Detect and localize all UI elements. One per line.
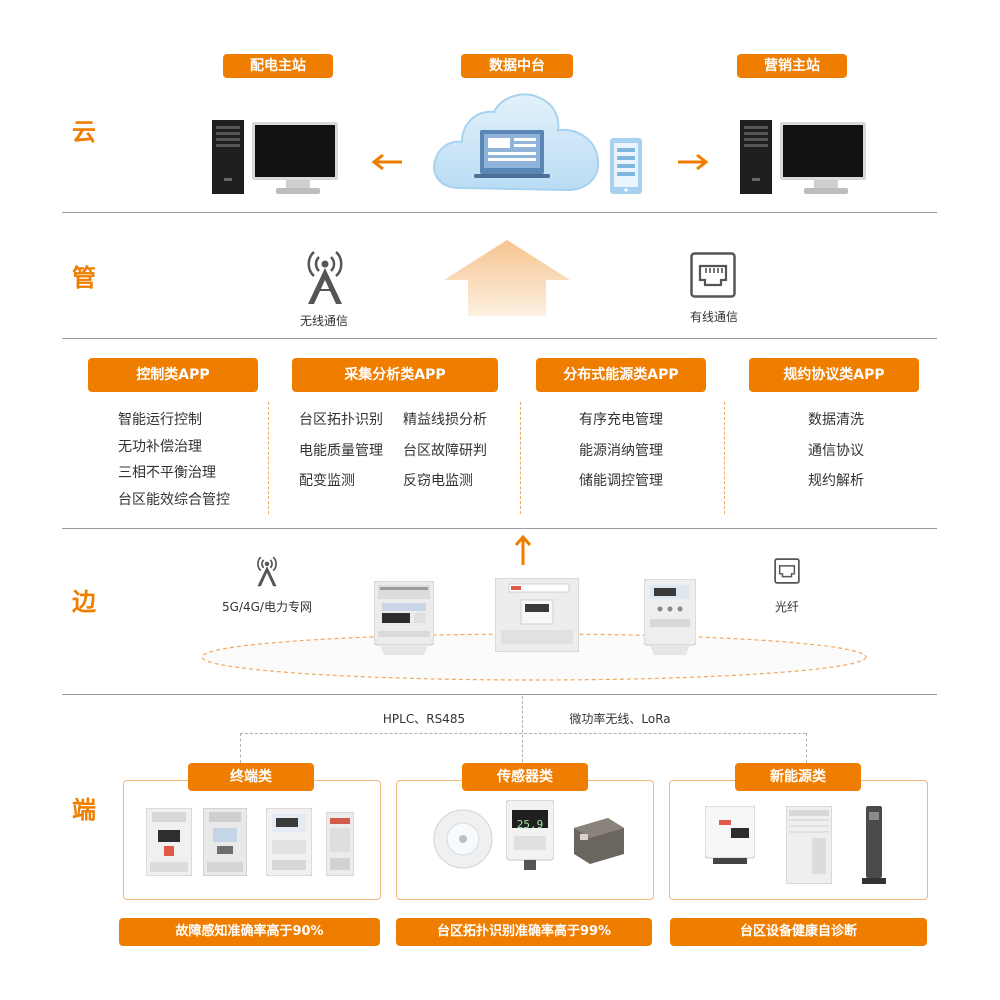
column-divider <box>268 402 269 514</box>
app-item: 规约解析 <box>808 473 864 489</box>
arrow-left-icon <box>370 152 404 172</box>
connector-line <box>240 733 806 734</box>
tablet-icon <box>610 138 642 194</box>
layer-divider <box>62 694 937 695</box>
wired-label: 有线通信 <box>689 310 738 324</box>
app-item: 有序充电管理 <box>579 412 663 428</box>
smart-meter-device <box>374 581 434 655</box>
layer-label-pipe: 管 <box>72 264 96 292</box>
marketing-station-label: 营销主站 <box>737 54 847 78</box>
app-item: 台区拓扑识别 <box>299 412 383 428</box>
circuit-breaker-device <box>203 808 247 876</box>
app-item: 精益线损分析 <box>403 412 487 428</box>
data-platform-label: 数据中台 <box>461 54 573 78</box>
layer-divider <box>62 528 937 529</box>
inverter-device <box>705 806 755 866</box>
app-item: 智能运行控制 <box>118 412 202 428</box>
category-pill-sensor: 传感器类 <box>462 763 588 791</box>
sensor-display-value: 25.9 <box>516 818 544 831</box>
connector-line <box>240 733 241 763</box>
category-pill-terminal: 终端类 <box>188 763 314 791</box>
app-pill-protocol: 规约协议类APP <box>749 358 919 392</box>
circuit-breaker-device <box>146 808 192 876</box>
wireless-label: 无线通信 <box>299 314 348 328</box>
app-item: 配变监测 <box>299 473 355 489</box>
column-divider <box>520 402 521 514</box>
app-item: 台区能效综合管控 <box>118 492 230 508</box>
app-pill-control: 控制类APP <box>88 358 258 392</box>
footer-fault-accuracy: 故障感知准确率高于90% <box>119 918 380 946</box>
temperature-sensor-device <box>506 800 554 870</box>
antenna-icon <box>300 244 350 306</box>
edge-network-left-label: 5G/4G/电力专网 <box>222 600 312 614</box>
link-left-label: HPLC、RS485 <box>382 712 466 726</box>
pc-icon <box>740 118 870 196</box>
charging-pile-device <box>862 806 886 884</box>
ethernet-port-icon <box>774 558 800 584</box>
footer-topology-accuracy: 台区拓扑识别准确率高于99% <box>396 918 652 946</box>
cloud-icon <box>430 88 605 196</box>
app-pill-distributed-energy: 分布式能源类APP <box>536 358 706 392</box>
edge-network-right-label: 光纤 <box>774 600 799 614</box>
upload-arrow-icon <box>444 240 570 316</box>
connector-line <box>522 696 523 762</box>
ethernet-port-icon <box>690 252 736 298</box>
arrow-up-icon <box>513 534 533 566</box>
gateway-device <box>570 810 626 866</box>
app-item: 能源消纳管理 <box>579 443 663 459</box>
layer-label-edge: 边 <box>72 588 96 616</box>
smoke-sensor-device <box>432 808 494 870</box>
terminal-unit-device <box>326 812 354 876</box>
antenna-icon <box>253 552 281 588</box>
app-item: 台区故障研判 <box>403 443 487 459</box>
app-item: 电能质量管理 <box>299 443 383 459</box>
distribution-station-label: 配电主站 <box>223 54 333 78</box>
energy-storage-cabinet-device <box>786 806 832 884</box>
app-item: 数据清洗 <box>808 412 864 428</box>
app-item: 无功补偿治理 <box>118 439 202 455</box>
concentrator-device <box>495 578 579 652</box>
app-item: 反窃电监测 <box>403 473 473 489</box>
category-pill-new-energy: 新能源类 <box>735 763 861 791</box>
column-divider <box>724 402 725 514</box>
arrow-right-icon <box>676 152 710 172</box>
link-right-label: 微功率无线、LoRa <box>569 712 671 726</box>
layer-label-cloud: 云 <box>72 118 96 146</box>
app-item: 通信协议 <box>808 443 864 459</box>
layer-divider <box>62 212 937 213</box>
layer-divider <box>62 338 937 339</box>
electric-meter-device <box>266 808 312 876</box>
footer-self-diagnosis: 台区设备健康自诊断 <box>670 918 927 946</box>
app-item: 三相不平衡治理 <box>118 465 216 481</box>
connector-line <box>806 733 807 763</box>
pc-icon <box>212 118 342 196</box>
layer-label-terminal: 端 <box>72 796 96 824</box>
app-item: 储能调控管理 <box>579 473 663 489</box>
smart-meter-device <box>644 579 696 655</box>
app-pill-collection: 采集分析类APP <box>292 358 498 392</box>
